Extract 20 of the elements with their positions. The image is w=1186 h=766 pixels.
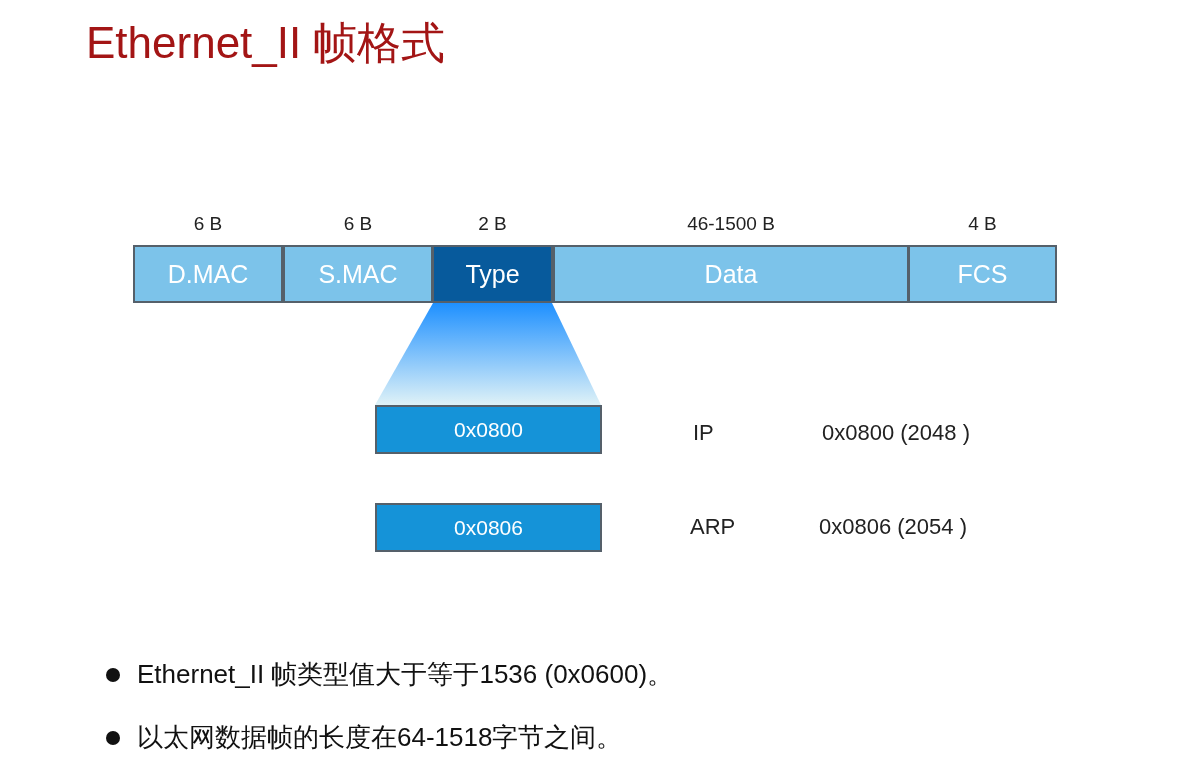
expansion-trapezoid bbox=[375, 303, 601, 405]
type-value-label: 0x0800 (2048 ) bbox=[822, 420, 970, 446]
byte-size-label: 4 B bbox=[967, 213, 998, 235]
protocol-label: ARP bbox=[690, 514, 736, 540]
bullet-text: 以太网数据帧的长度在64-1518字节之间。 bbox=[137, 721, 623, 754]
value-box: 0x0806 bbox=[375, 503, 602, 552]
byte-size-label: 46-1500 B bbox=[686, 213, 776, 235]
byte-size-label: 6 B bbox=[342, 213, 374, 235]
field-box: Type bbox=[432, 245, 553, 303]
byte-size-label: 2 B bbox=[477, 213, 508, 235]
protocol-label: IP bbox=[693, 420, 714, 446]
field-box: Data bbox=[553, 245, 909, 303]
field-box: D.MAC bbox=[133, 245, 283, 303]
type-value-label: 0x0806 (2054 ) bbox=[819, 514, 967, 540]
field-box: S.MAC bbox=[283, 245, 433, 303]
field-box: FCS bbox=[908, 245, 1057, 303]
bullet-text: Ethernet_II 帧类型值大于等于1536 (0x0600)。 bbox=[137, 658, 674, 691]
slide-title: Ethernet_II 帧格式 bbox=[86, 17, 446, 69]
value-box: 0x0800 bbox=[375, 405, 602, 454]
byte-size-label: 6 B bbox=[192, 213, 224, 235]
